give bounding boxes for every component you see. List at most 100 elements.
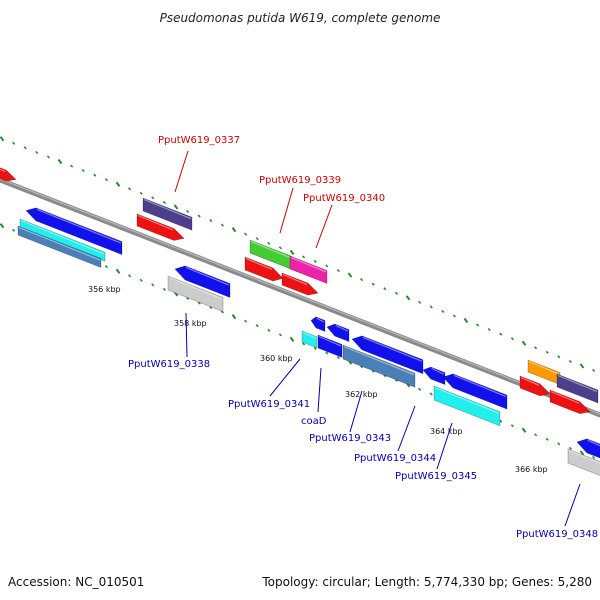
- guide-dot: [568, 359, 572, 363]
- guide-dot: [336, 355, 340, 360]
- svg-text:PputW619_0338: PputW619_0338: [128, 359, 210, 370]
- svg-text:coaD: coaD: [301, 416, 327, 427]
- guide-dot: [521, 340, 527, 346]
- gene-label: PputW619_0343: [309, 390, 391, 444]
- scale-tick-label: 356 kbp: [88, 285, 121, 294]
- gene-label: PputW619_0340: [303, 193, 385, 249]
- gene-blue-right: [576, 438, 600, 459]
- guide-dot: [383, 287, 387, 291]
- guide-dot: [23, 146, 27, 150]
- gene-blue-small: [310, 316, 326, 332]
- guide-dot: [302, 255, 306, 259]
- guide-dot: [93, 173, 97, 177]
- guide-dot: [487, 328, 491, 332]
- guide-dot: [57, 158, 63, 165]
- guide-dot: [220, 310, 224, 314]
- gene-PputW619_0340: [289, 255, 328, 284]
- upper-dot-row: [0, 136, 596, 373]
- gene-PputW619_0341: [301, 330, 318, 349]
- genes: [0, 167, 600, 476]
- guide-dot: [557, 442, 561, 446]
- guide-dot: [302, 342, 306, 346]
- guide-dot: [418, 387, 422, 391]
- guide-dot: [278, 246, 282, 250]
- guide-dot: [441, 309, 445, 313]
- gene-PputW619_0345: [433, 385, 501, 427]
- guide-dot: [521, 427, 527, 433]
- gene-PputW619_0348: [567, 448, 600, 476]
- gene-label: PputW619_0337: [158, 135, 240, 193]
- guide-dot: [394, 291, 398, 295]
- guide-dot: [186, 296, 190, 301]
- guide-dot: [0, 223, 5, 229]
- guide-dot: [557, 355, 561, 359]
- guide-dot: [429, 305, 433, 309]
- scale-tick-label: 360 kbp: [260, 354, 293, 363]
- gene-steel-left: [17, 225, 102, 268]
- gene-cyan-left: [19, 218, 106, 262]
- guide-dot: [255, 324, 259, 328]
- guide-dot: [12, 228, 16, 232]
- svg-text:PputW619_0348: PputW619_0348: [516, 529, 598, 540]
- guide-dot: [0, 136, 5, 142]
- gene-red-left-edge: [0, 167, 17, 182]
- svg-text:PputW619_0337: PputW619_0337: [158, 135, 240, 146]
- gene-red-0337b: [136, 213, 185, 241]
- guide-dot: [209, 305, 213, 310]
- guide-dot: [128, 187, 132, 191]
- guide-dot: [244, 319, 248, 323]
- guide-dot: [568, 446, 572, 450]
- gene-purple-right: [556, 373, 599, 404]
- svg-text:PputW619_0340: PputW619_0340: [303, 193, 385, 204]
- guide-dot: [231, 227, 237, 233]
- svg-text:PputW619_0343: PputW619_0343: [309, 433, 391, 444]
- guide-dot: [255, 237, 259, 241]
- gene-label: coaD: [301, 367, 327, 427]
- guide-dot: [46, 155, 50, 159]
- gene-labels: PputW619_0337PputW619_0339PputW619_0340P…: [128, 135, 598, 540]
- gene-blue-left: [25, 207, 123, 256]
- guide-dot: [104, 178, 108, 182]
- guide-dot: [579, 363, 585, 369]
- guide-dot: [244, 232, 248, 236]
- guide-dot: [545, 350, 549, 354]
- guide-dot: [267, 328, 271, 332]
- map-title: Pseudomonas putida W619, complete genome: [160, 11, 441, 25]
- gene-red-right-a: [519, 375, 551, 397]
- guide-dot: [418, 300, 422, 304]
- gene-red-0339b: [244, 256, 284, 282]
- gene-PputW619_0338: [167, 275, 224, 312]
- gene-label: PputW619_0338: [128, 312, 210, 370]
- accession-label: Accession: NC_010501: [8, 575, 144, 589]
- scale-tick-label: 366 kbp: [515, 465, 548, 474]
- gene-PputW619_0343: [342, 344, 416, 388]
- guide-dot: [70, 164, 74, 168]
- guide-dot: [452, 314, 456, 318]
- gene-label: PputW619_0344: [354, 405, 436, 464]
- gene-blue-0341a: [326, 323, 350, 343]
- svg-text:PputW619_0339: PputW619_0339: [259, 175, 341, 186]
- guide-dot: [371, 282, 375, 286]
- gene-blue-0345a: [422, 366, 446, 386]
- topology-summary: Topology: circular; Length: 5,774,330 bp…: [261, 575, 592, 589]
- guide-dot: [209, 218, 213, 223]
- gene-label: PputW619_0345: [395, 422, 477, 482]
- svg-text:PputW619_0344: PputW619_0344: [354, 453, 436, 464]
- guide-dot: [289, 336, 295, 342]
- guide-dot: [476, 323, 480, 327]
- guide-dot: [139, 278, 143, 282]
- backbone-line: [0, 177, 600, 418]
- guide-dot: [592, 368, 596, 373]
- guide-dot: [220, 223, 224, 227]
- guide-dot: [429, 392, 433, 396]
- guide-dot: [463, 317, 469, 324]
- gene-red-right-b: [549, 389, 591, 415]
- guide-dot: [104, 265, 108, 269]
- guide-dot: [579, 450, 585, 456]
- backbone-highlight: [0, 178, 600, 415]
- guide-dot: [278, 333, 282, 337]
- guide-dot: [325, 264, 329, 268]
- guide-dot: [325, 351, 329, 355]
